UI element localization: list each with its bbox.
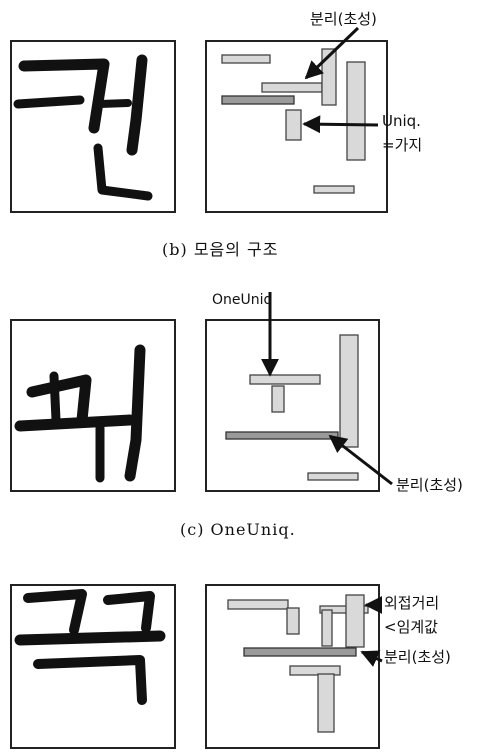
- segment: [313, 185, 355, 194]
- annotation-separation-onset-d: 분리(초성): [384, 648, 451, 666]
- caption-c: (c) OneUniq.: [180, 520, 296, 539]
- segment: [286, 607, 300, 635]
- annotation-oneuniq: OneUniq: [212, 292, 273, 308]
- segment: [227, 599, 289, 610]
- segment: [225, 431, 339, 440]
- segment: [345, 594, 365, 648]
- handwritten-glyph-c: [14, 344, 146, 483]
- annotation-separation-onset-b: 분리(초성): [310, 10, 377, 28]
- annotation-circumscribed-distance: 외접거리: [384, 594, 440, 612]
- segment: [346, 61, 366, 161]
- segments-d: [227, 594, 369, 733]
- arrow-b-right: [302, 115, 379, 134]
- segments-b: [221, 48, 366, 194]
- arrow-d-bottom: [360, 650, 383, 667]
- handwritten-glyph-b: [13, 54, 153, 201]
- segment: [289, 665, 341, 676]
- segment: [307, 472, 359, 481]
- segments-c: [225, 334, 359, 481]
- handwritten-glyph-d: [14, 589, 166, 705]
- segment: [271, 385, 285, 413]
- handwritten-char-panel-c: [10, 319, 176, 492]
- annotation-threshold: <임계값: [384, 618, 438, 636]
- segment: [221, 54, 271, 64]
- segment: [221, 95, 295, 105]
- annotation-branch: =가지: [382, 136, 423, 154]
- segment: [317, 673, 335, 733]
- annotation-separation-onset-c: 분리(초성): [396, 476, 463, 494]
- caption-b: (b) 모음의 구조: [162, 240, 279, 259]
- segment: [261, 82, 323, 93]
- annotation-uniq: Uniq.: [382, 112, 421, 130]
- segment: [285, 109, 302, 141]
- arrow-b-top: [304, 26, 360, 80]
- segment: [339, 334, 359, 448]
- arrow-c-right: [328, 434, 393, 486]
- segment: [249, 374, 321, 385]
- segment: [321, 609, 333, 647]
- segment: [243, 647, 357, 657]
